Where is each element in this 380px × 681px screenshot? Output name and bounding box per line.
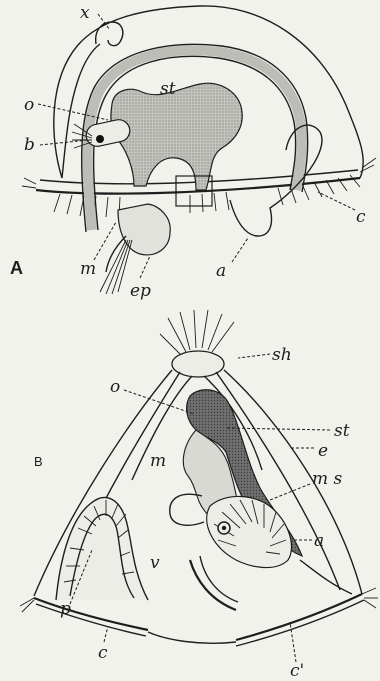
label-a-ep: ep [130, 281, 151, 301]
figure-a: x st o b c m ep a A [10, 3, 376, 301]
label-a-a: a [216, 261, 226, 281]
figure-b: sh o st e m m s a v p c c' B [20, 310, 378, 681]
fig-a-stomach [111, 83, 242, 190]
label-b-o: o [110, 377, 120, 397]
fig-b-prototroch-loop [56, 497, 148, 600]
label-a-x: x [80, 3, 90, 23]
label-b-c-prime: c' [290, 661, 304, 681]
label-a-o: o [24, 95, 34, 115]
label-a-st: st [160, 79, 176, 99]
label-b-p: p [60, 599, 71, 619]
label-a-b: b [24, 135, 35, 155]
fig-a-ep-lobe [118, 204, 170, 255]
caption-b: B [34, 454, 43, 469]
fig-b-apical-tuft [160, 310, 234, 356]
label-b-ms: m s [312, 469, 343, 489]
fig-a-eye-spot [96, 135, 104, 143]
label-b-c: c [98, 643, 108, 663]
label-b-sh: sh [272, 345, 292, 365]
label-a-m: m [80, 259, 96, 279]
fig-b-band-left [34, 598, 148, 630]
label-b-e: e [318, 441, 328, 461]
label-a-c: c [356, 207, 366, 227]
label-b-st: st [334, 421, 350, 441]
caption-a: A [10, 258, 23, 278]
fig-b-band-right [236, 594, 362, 640]
label-b-v: v [150, 553, 160, 573]
label-b-m: m [150, 451, 166, 471]
label-b-a: a [314, 531, 324, 551]
fig-a-notch [96, 22, 123, 46]
